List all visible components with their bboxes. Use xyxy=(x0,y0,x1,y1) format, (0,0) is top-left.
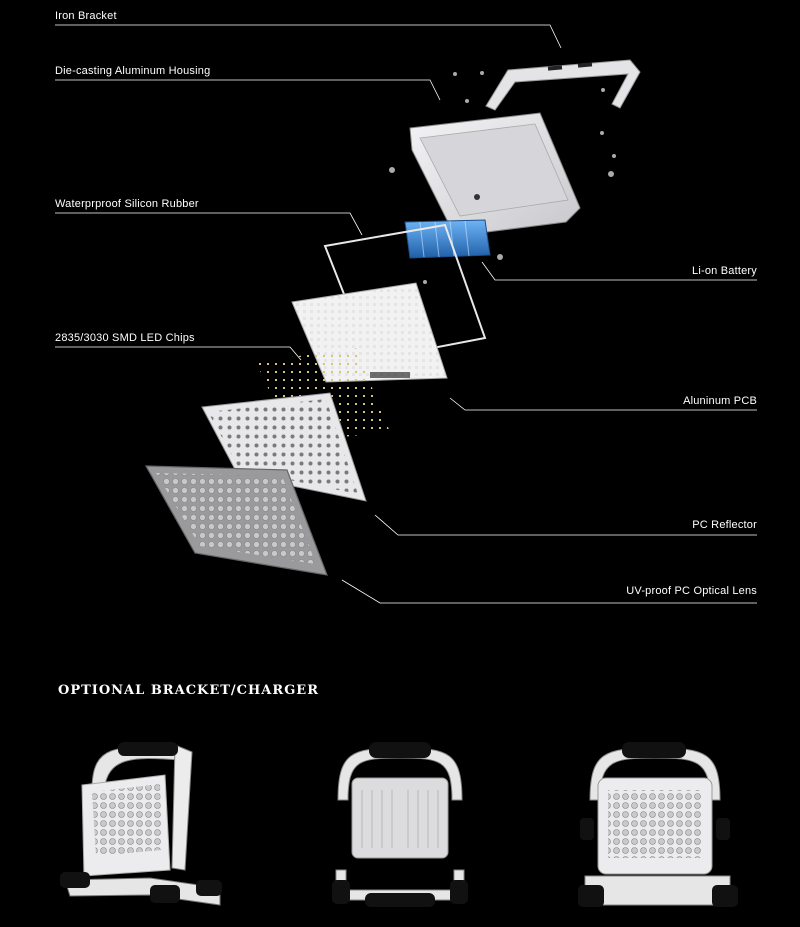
lens-shape xyxy=(144,465,328,576)
product-front-view xyxy=(578,742,738,907)
screws xyxy=(389,71,616,284)
leader-lens xyxy=(341,579,757,604)
leader-silicon-rubber xyxy=(55,212,363,236)
label-led-chips: 2835/3030 SMD LED Chips xyxy=(55,332,195,344)
iron-bracket-shape xyxy=(485,59,641,111)
leader-lines xyxy=(55,24,757,604)
product-front-angled xyxy=(60,742,222,906)
label-lens: UV-proof PC Optical Lens xyxy=(626,585,757,597)
leader-battery xyxy=(481,261,757,281)
label-housing: Die-casting Aluminum Housing xyxy=(55,65,211,77)
housing-shape xyxy=(409,112,581,237)
leader-reflector xyxy=(374,514,757,536)
label-reflector: PC Reflector xyxy=(692,519,757,531)
leader-iron-bracket xyxy=(55,24,562,49)
label-silicon-rubber: Waterprproof Silicon Rubber xyxy=(55,198,199,210)
label-iron-bracket: Iron Bracket xyxy=(55,10,117,22)
optional-section-title: OPTIONAL BRACKET/CHARGER xyxy=(58,683,320,698)
leader-housing xyxy=(55,79,441,101)
leader-pcb xyxy=(449,397,757,411)
label-pcb: Aluninum PCB xyxy=(683,395,757,407)
leader-led-chips xyxy=(55,346,302,361)
label-battery: Li-on Battery xyxy=(692,265,757,277)
battery-shape xyxy=(404,219,491,259)
product-back-view xyxy=(332,742,468,907)
